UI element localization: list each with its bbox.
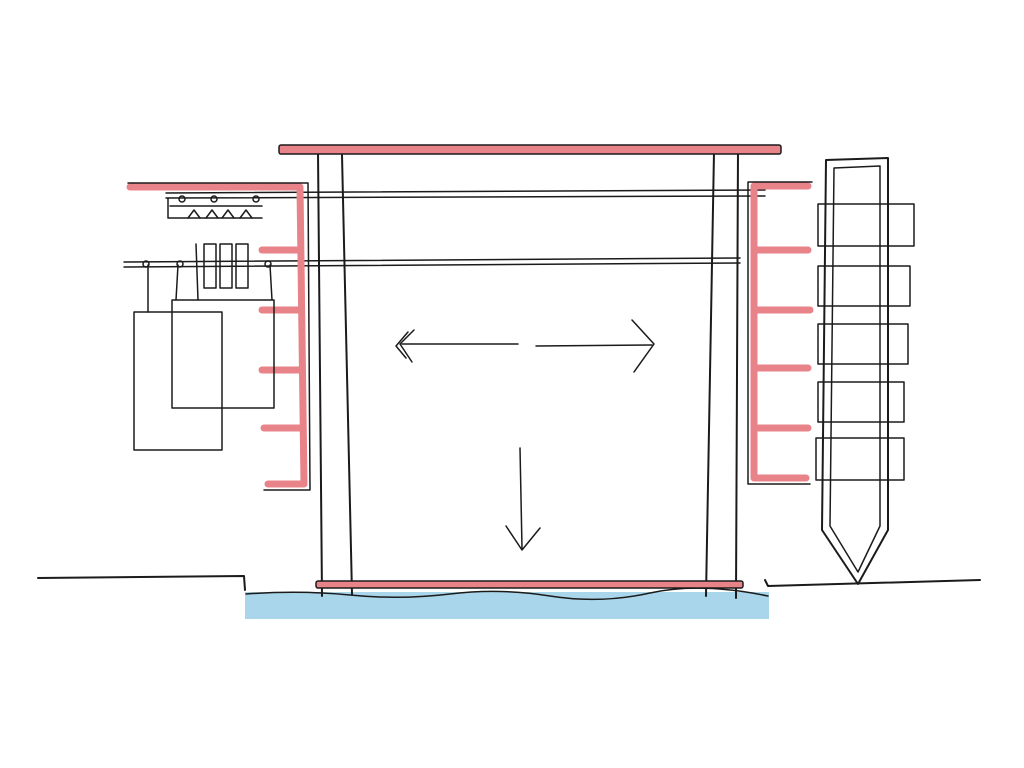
rig-node-6: [264, 260, 272, 268]
left-spine: [126, 183, 308, 488]
roof-beam: [278, 144, 782, 155]
rig-node-3: [252, 195, 260, 203]
lower-cable-b: [123, 262, 741, 268]
water-fill: [245, 592, 769, 619]
base-beam: [315, 580, 744, 589]
vessel-module-1: [817, 203, 915, 247]
equipment-rack-3: [235, 243, 249, 289]
rig-node-1: [178, 195, 186, 203]
rig-node-4: [142, 260, 150, 268]
vessel-module-3: [817, 323, 909, 365]
lower-cable-a: [123, 257, 741, 263]
arrow-left-icon: [395, 329, 519, 363]
column-right-outer: [735, 149, 739, 599]
arrow-down-icon: [505, 447, 541, 551]
vessel-hull-inner: [829, 165, 881, 573]
column-left-outer: [317, 151, 323, 597]
left-spine-outline: [127, 182, 311, 491]
equipment-frame: [147, 243, 273, 313]
rig-node-2: [210, 195, 218, 203]
arrow-right-icon: [535, 319, 655, 373]
crane-rig: [167, 197, 263, 219]
equipment-rack-1: [203, 243, 217, 289]
right-spine-outline: [747, 181, 813, 485]
vessel: [815, 157, 915, 585]
equipment-box-large: [171, 299, 275, 409]
right-structure: [747, 181, 814, 485]
arrows: [395, 319, 655, 551]
upper-cable-a: [165, 189, 766, 194]
upper-cable-b: [165, 195, 766, 199]
vessel-module-5: [815, 437, 905, 481]
main-frame: [278, 144, 782, 599]
water-surface: [245, 587, 769, 601]
column-left-inner: [341, 154, 353, 595]
ground-line-left: [37, 575, 246, 591]
ground-line-right: [764, 579, 981, 587]
left-structure: [126, 182, 311, 491]
right-spine: [750, 182, 812, 482]
equipment-box-small: [133, 311, 223, 451]
water-basin: [37, 575, 981, 619]
equipment-rack-2: [219, 243, 233, 289]
vessel-module-4: [817, 381, 905, 423]
crane-triangles: [187, 209, 253, 219]
vessel-module-2: [817, 265, 911, 307]
cables: [123, 189, 766, 268]
rig-node-5: [176, 260, 184, 268]
column-right-inner: [705, 151, 715, 597]
vessel-hull-outer: [821, 157, 889, 585]
